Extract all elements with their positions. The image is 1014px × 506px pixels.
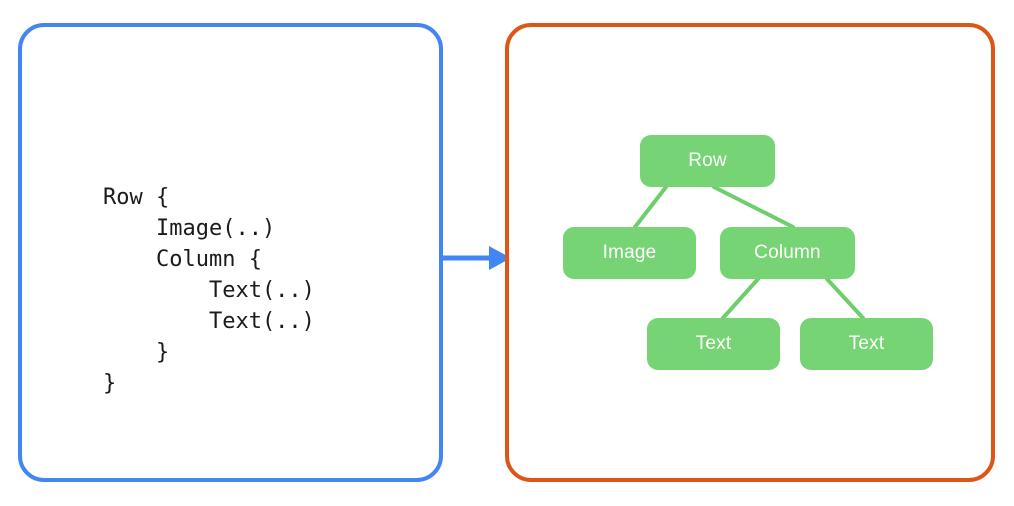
- tree-node-text-1[interactable]: Text: [647, 318, 780, 370]
- code-panel: Row { Image(..) Column { Text(..) Text(.…: [18, 23, 443, 482]
- tree-node-text-2[interactable]: Text: [800, 318, 933, 370]
- tree-node-image[interactable]: Image: [563, 227, 696, 279]
- flow-arrow-icon: [439, 246, 511, 270]
- tree-node-row[interactable]: Row: [640, 135, 775, 187]
- code-snippet: Row { Image(..) Column { Text(..) Text(.…: [103, 185, 315, 396]
- tree-node-column[interactable]: Column: [720, 227, 855, 279]
